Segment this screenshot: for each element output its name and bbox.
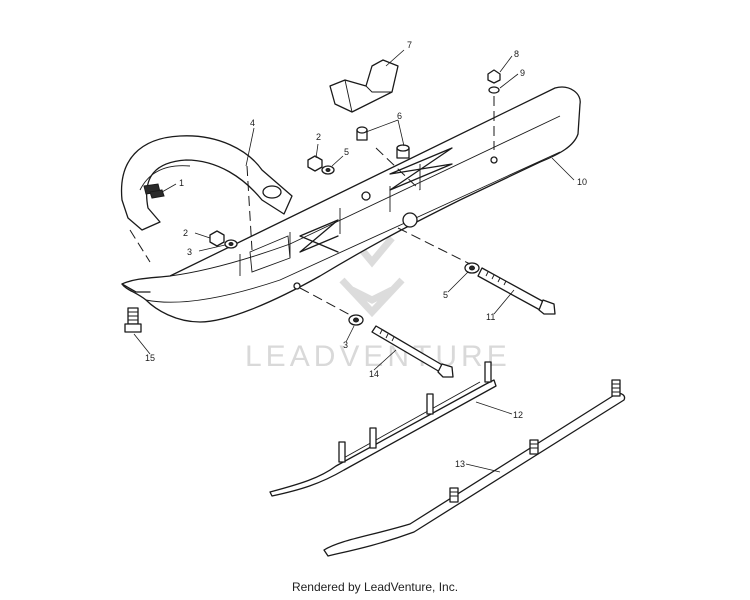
part-13-carbide-runner[interactable] xyxy=(323,379,626,557)
callout-numbers: 1 2 2 3 4 5 6 7 8 9 10 5 11 3 14 12 13 1… xyxy=(145,40,587,469)
part-1-clip[interactable] xyxy=(149,189,165,199)
callout-8: 8 xyxy=(514,49,519,59)
watermark-text: LEADVENTURE xyxy=(245,340,511,373)
callout-3-left: 3 xyxy=(187,247,192,257)
leadventure-watermark: LEADVENTURE xyxy=(245,235,511,373)
callout-12: 12 xyxy=(513,410,523,420)
part-10-ski[interactable] xyxy=(121,86,581,323)
assembly-lines xyxy=(129,96,495,317)
part-2-nut-upper[interactable] xyxy=(307,155,323,172)
callout-10: 10 xyxy=(577,177,587,187)
part-5-washer-upper[interactable] xyxy=(321,165,335,175)
callout-6: 6 xyxy=(397,111,402,121)
callout-7: 7 xyxy=(407,40,412,50)
callout-14: 14 xyxy=(369,369,379,379)
part-5-washer-lower[interactable] xyxy=(464,262,480,274)
callout-15: 15 xyxy=(145,353,155,363)
part-6-bushings[interactable] xyxy=(356,126,410,159)
part-7-cushion[interactable] xyxy=(329,59,399,113)
part-14-bolt[interactable] xyxy=(371,325,454,378)
callout-5-lower: 5 xyxy=(443,290,448,300)
callout-2-lower: 2 xyxy=(183,228,188,238)
callout-3-center: 3 xyxy=(343,340,348,350)
callout-2-upper: 2 xyxy=(316,132,321,142)
callout-9: 9 xyxy=(520,68,525,78)
callout-5-upper: 5 xyxy=(344,147,349,157)
part-11-bolt[interactable] xyxy=(477,267,556,315)
part-2-nut-lower[interactable] xyxy=(209,230,225,247)
callout-1: 1 xyxy=(179,178,184,188)
part-15-bolt[interactable] xyxy=(124,307,142,333)
part-3-washer-center[interactable] xyxy=(348,314,364,326)
callout-4: 4 xyxy=(250,118,255,128)
part-12-wear-bar[interactable] xyxy=(269,361,497,497)
part-9-washer-top[interactable] xyxy=(488,86,500,94)
part-4-ski-loop[interactable] xyxy=(120,135,293,231)
callout-13: 13 xyxy=(455,459,465,469)
footer-credit: Rendered by LeadVenture, Inc. xyxy=(291,580,459,594)
part-3-washer-lower[interactable] xyxy=(224,239,238,249)
callout-11: 11 xyxy=(486,312,495,322)
part-8-nut-top[interactable] xyxy=(487,69,501,84)
leader-lines xyxy=(133,49,575,473)
